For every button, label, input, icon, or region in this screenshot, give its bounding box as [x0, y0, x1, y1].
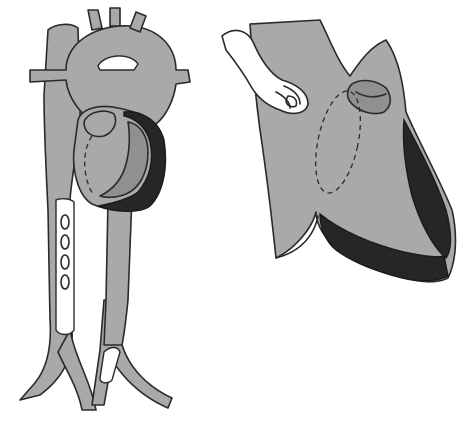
head-vessel-mid: [110, 8, 120, 26]
left-panel-heart-and-great-vessels: [20, 8, 190, 410]
descending-aorta: [104, 196, 132, 345]
right-panel-ventricle-view: [222, 20, 455, 282]
atrial-appendage: [84, 111, 116, 136]
white-conduit: [56, 199, 74, 335]
head-vessel-left: [88, 10, 102, 30]
